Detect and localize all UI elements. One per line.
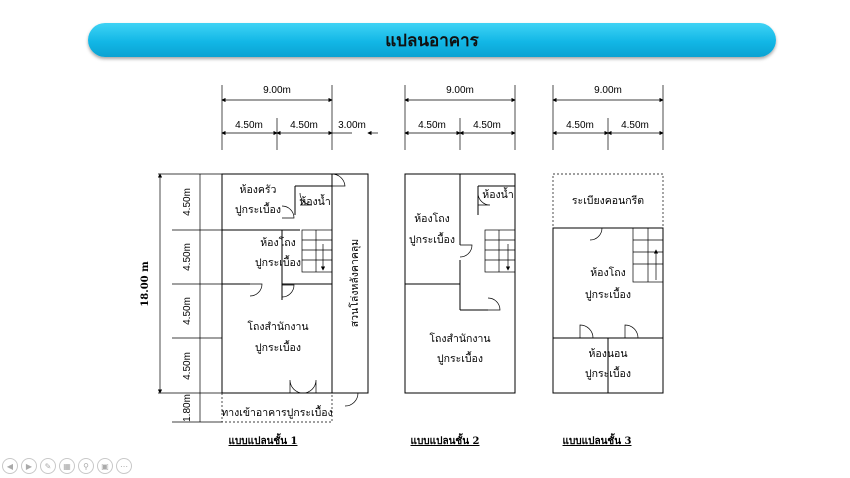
plan1-office-label: โถงสำนักงาน [247,320,308,333]
plan3-caption: แบบแปลนชั้น 3 [563,433,632,447]
search-icon[interactable]: ⚲ [78,458,94,474]
plan2-office-floor: ปูกระเบื้อง [437,351,483,365]
pen-icon[interactable]: ✎ [40,458,56,474]
screen-icon[interactable]: ▣ [97,458,113,474]
plan1-side-seg2: 4.50m [182,243,193,271]
plan1-hall-floor: ปูกระเบื้อง [255,255,301,269]
plan1-top-seg2: 4.50m [290,120,318,131]
plan3-hall-floor: ปูกระเบื้อง [585,287,631,301]
page-title: แปลนอาคาร [385,30,479,51]
plan1-bath-label: ห้องน้ำ [299,194,330,208]
plan1-top-seg1: 4.50m [235,120,263,131]
plan3-bedroom-label: ห้องนอน [588,348,627,360]
plan1-caption: แบบแปลนชั้น 1 [229,433,298,447]
plan2-hall-floor: ปูกระเบื้อง [409,232,455,246]
plan1-top-total: 9.00m [263,85,291,96]
plan1-hall-label: ห้องโถง [260,236,295,249]
plan-floor-1: 9.00m 4.50m 4.50m 3.00m 18.00 m 4.50m 4.… [140,85,378,447]
more-icon[interactable]: ⋯ [116,458,132,474]
plan2-top-seg1: 4.50m [418,120,446,131]
plan3-bedroom-floor: ปูกระเบื้อง [585,366,631,380]
plan2-top-seg2: 4.50m [473,120,501,131]
plan2-hall-label: ห้องโถง [414,212,449,225]
plan1-office-floor: ปูกระเบื้อง [255,340,301,354]
plan3-top-seg1: 4.50m [566,120,594,131]
plan1-side-seg3: 4.50m [182,297,193,325]
prev-icon[interactable]: ◀ [2,458,18,474]
plan-floor-3: 9.00m 4.50m 4.50m ระเบียงคอนกรีต ห้องโถง… [552,85,664,447]
plan3-top-seg2: 4.50m [621,120,649,131]
plan1-side-seg4: 4.50m [182,352,193,380]
plan1-top-seg3: 3.00m [338,120,366,131]
plan1-side-seg5: 1.80m [182,394,193,422]
plan3-terrace-label: ระเบียงคอนกรีต [572,194,644,207]
next-icon[interactable]: ▶ [21,458,37,474]
slides-icon[interactable]: ▦ [59,458,75,474]
plan3-top-total: 9.00m [594,85,622,96]
title-banner: แปลนอาคาร [88,23,776,57]
plan2-bath-label: ห้องน้ำ [482,187,513,201]
plan2-caption: แบบแปลนชั้น 2 [411,433,480,447]
plan2-top-total: 9.00m [446,85,474,96]
plan3-hall-label: ห้องโถง [590,266,625,279]
plan-floor-2: 9.00m 4.50m 4.50m ห้องโถง ปูกระเบื้อง ห้… [404,85,516,447]
plan1-kitchen-label: ห้องครัว [240,184,277,196]
plan1-side-seg1: 4.50m [182,188,193,216]
plan1-garden-label: สวนโล่งหลังคาคลุม [348,239,361,327]
plan1-side-total: 18.00 m [140,261,151,307]
plan1-kitchen-floor: ปูกระเบื้อง [235,202,281,216]
slideshow-toolbar: ◀ ▶ ✎ ▦ ⚲ ▣ ⋯ [2,458,132,474]
plan2-office-label: โถงสำนักงาน [429,332,490,345]
plan1-entrance-label: ทางเข้าอาคารปูกระเบื้อง [221,405,332,419]
